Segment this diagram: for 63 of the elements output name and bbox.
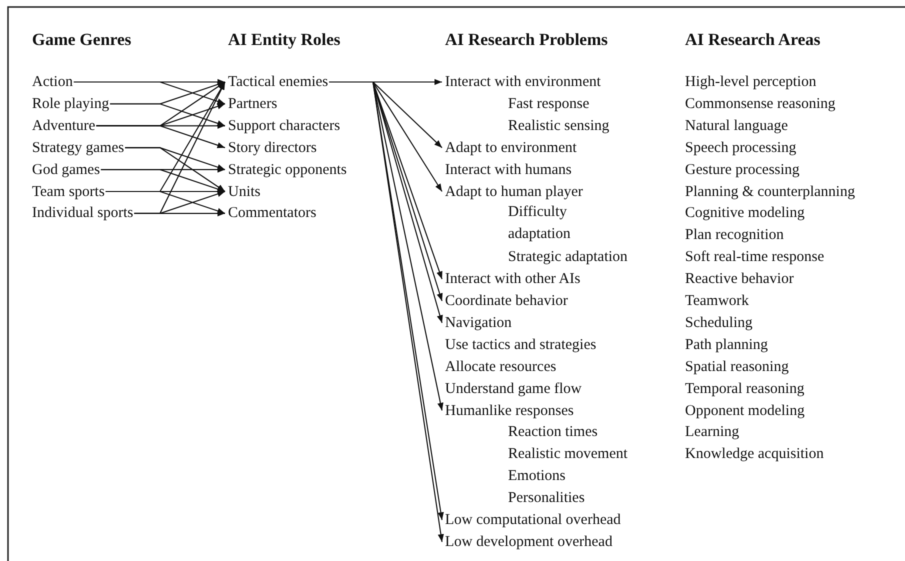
list-item: Interact with environment: [445, 73, 601, 91]
list-item: Interact with humans: [445, 160, 572, 179]
list-item: Adventure: [32, 116, 96, 135]
arrow: [96, 125, 226, 148]
list-item: Personalities: [508, 489, 585, 508]
list-item: Learning: [685, 423, 740, 442]
list-item: Individual sports: [32, 204, 134, 222]
list-item: Partners: [228, 94, 278, 113]
list-item: Planning & counterplanning: [685, 182, 855, 200]
list-item: Tactical enemies: [228, 73, 328, 91]
arrow: [134, 210, 225, 216]
list-item: Units: [228, 182, 261, 200]
list-item: Low computational overhead: [445, 511, 621, 529]
list-item: Commonsense reasoning: [685, 94, 836, 113]
list-item: Speech processing: [685, 138, 796, 157]
list-item: Story directors: [228, 138, 317, 157]
list-item: Fast response: [508, 94, 590, 113]
list-item: Reactive behavior: [685, 270, 794, 288]
list-item: Allocate resources: [445, 358, 556, 376]
list-item: Spatial reasoning: [685, 358, 789, 376]
list-item: Gesture processing: [685, 160, 800, 179]
list-item: Plan recognition: [685, 226, 784, 244]
column-heading: Game Genres: [32, 31, 132, 49]
list-item: Natural language: [685, 116, 788, 135]
list-item: Realistic sensing: [508, 116, 610, 135]
list-item: Path planning: [685, 336, 768, 354]
list-item: High-level perception: [685, 73, 816, 91]
list-item: Teamwork: [685, 292, 749, 310]
list-item: Difficulty adaptation: [508, 203, 572, 244]
list-item: Low development overhead: [445, 532, 612, 551]
list-item: Opponent modeling: [685, 402, 805, 420]
list-item: Team sports: [32, 182, 105, 200]
list-item: Reaction times: [508, 423, 598, 442]
arrow: [106, 190, 226, 214]
list-item: Coordinate behavior: [445, 292, 568, 310]
list-item: Temporal reasoning: [685, 380, 804, 398]
column-heading: AI Research Problems: [445, 31, 608, 49]
list-item: Support characters: [228, 116, 340, 135]
list-item: God games: [32, 160, 100, 179]
column-heading: AI Research Areas: [685, 31, 820, 49]
list-item: Strategic adaptation: [508, 248, 628, 266]
list-item: Scheduling: [685, 314, 752, 332]
list-item: Navigation: [445, 314, 512, 332]
arrow: [100, 169, 226, 192]
list-item: Action: [32, 73, 73, 91]
list-item: Use tactics and strategies: [445, 336, 596, 354]
list-item: Strategy games: [32, 138, 124, 157]
list-item: Commentators: [228, 204, 316, 222]
column-heading: AI Entity Roles: [228, 31, 340, 49]
list-item: Adapt to human player: [445, 182, 583, 200]
arrow: [74, 81, 226, 104]
list-item: Knowledge acquisition: [685, 445, 824, 464]
list-item: Soft real-time response: [685, 248, 824, 266]
list-item: Humanlike responses: [445, 402, 574, 420]
list-item: Interact with other AIs: [445, 270, 580, 288]
list-item: Emotions: [508, 467, 566, 486]
list-item: Strategic opponents: [228, 160, 347, 179]
list-item: Understand game flow: [445, 380, 582, 398]
list-item: Cognitive modeling: [685, 204, 805, 222]
list-item: Realistic movement: [508, 445, 628, 464]
list-item: Role playing: [32, 94, 110, 113]
arrow: [125, 147, 226, 192]
list-item: Adapt to environment: [445, 138, 577, 157]
